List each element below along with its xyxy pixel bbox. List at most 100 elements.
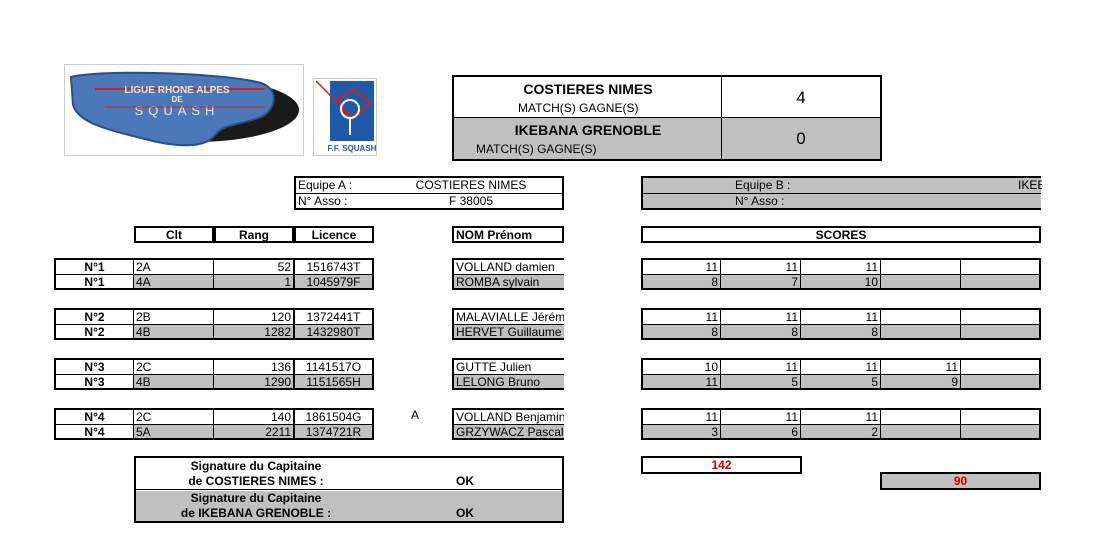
team-a-equipe-label: Equipe A :	[298, 178, 353, 192]
player-rang: 140	[214, 408, 294, 424]
ligue-logo-text-bottom: SQUASH	[135, 103, 220, 118]
summary-team-a: COSTIERES NIMES MATCH(S) GAGNE(S)	[454, 77, 722, 118]
signature-b-status: OK	[456, 506, 474, 520]
signature-box: Signature du Capitaine de COSTIERES NIME…	[134, 456, 564, 523]
team-b-equipe-value: IKEBANA GRENOBLE	[1018, 178, 1042, 192]
player-rang: 1	[214, 274, 294, 290]
game-score: 11	[801, 408, 881, 424]
team-a-asso-label: N° Asso :	[298, 194, 348, 208]
game-score: 2	[801, 424, 881, 440]
game-score: 8	[801, 324, 881, 340]
game-score: 3	[641, 424, 721, 440]
match-mark: A	[410, 408, 419, 422]
player-clt: 5A	[134, 424, 214, 440]
match-number: N°3	[54, 374, 134, 390]
player-rang: 1282	[214, 324, 294, 340]
game-score: 11	[641, 408, 721, 424]
game-score: 11	[641, 258, 721, 274]
summary-team-b-score: 0	[722, 118, 880, 159]
header-scores: SCORES	[641, 226, 1041, 243]
game-score	[961, 308, 1041, 324]
header-nom: NOM Prénom	[452, 226, 564, 243]
player-licence: 1861504G	[294, 408, 374, 424]
game-score: 11	[881, 358, 961, 374]
match-number: N°1	[54, 258, 134, 274]
game-score	[881, 308, 961, 324]
match-mark	[400, 258, 430, 274]
summary-team-a-sub: MATCH(S) GAGNE(S)	[518, 101, 639, 115]
game-score	[961, 374, 1041, 390]
player-licence: 1372441T	[294, 308, 374, 324]
summary-team-a-score: 4	[722, 77, 880, 118]
team-b-asso-label: N° Asso :	[735, 194, 785, 208]
player-rang: 120	[214, 308, 294, 324]
game-score	[961, 274, 1041, 290]
match-number: N°1	[54, 274, 134, 290]
game-score: 11	[721, 258, 801, 274]
player-clt: 4B	[134, 374, 214, 390]
team-a-info: Equipe A : COSTIERES NIMES N° Asso : F 3…	[294, 176, 564, 210]
signature-b-line1: Signature du Capitaine	[190, 491, 322, 505]
game-score	[961, 258, 1041, 274]
player-licence: 1045979F	[294, 274, 374, 290]
game-score	[881, 324, 961, 340]
team-a-equipe-value: COSTIERES NIMES	[415, 178, 527, 192]
summary-team-b-name: IKEBANA GRENOBLE	[514, 122, 662, 138]
game-score: 5	[721, 374, 801, 390]
header-licence: Licence	[294, 226, 374, 243]
header-rang: Rang	[214, 226, 294, 243]
total-team-b: 90	[880, 472, 1041, 490]
game-score: 11	[801, 358, 881, 374]
game-score: 11	[721, 308, 801, 324]
signature-team-b: Signature du Capitaine de IKEBANA GRENOB…	[136, 491, 562, 521]
game-score: 11	[801, 258, 881, 274]
match-number: N°3	[54, 358, 134, 374]
game-score	[881, 274, 961, 290]
match-number: N°2	[54, 324, 134, 340]
game-score: 11	[641, 308, 721, 324]
game-score: 6	[721, 424, 801, 440]
signature-a-line2: de COSTIERES NIMES :	[188, 474, 324, 488]
total-team-a: 142	[641, 456, 802, 474]
match-mark	[400, 308, 430, 324]
signature-team-a: Signature du Capitaine de COSTIERES NIME…	[136, 458, 562, 490]
summary-team-b-sub: MATCH(S) GAGNE(S)	[476, 142, 597, 156]
player-licence: 1374721R	[294, 424, 374, 440]
game-score	[881, 424, 961, 440]
summary-box: COSTIERES NIMES MATCH(S) GAGNE(S) 4 IKEB…	[452, 75, 882, 161]
signature-a-status: OK	[456, 474, 474, 488]
player-name: VOLLAND damien	[452, 258, 564, 274]
player-name: LELONG Bruno	[452, 374, 564, 390]
summary-team-a-name: COSTIERES NIMES	[523, 81, 653, 97]
player-licence: 1432980T	[294, 324, 374, 340]
player-rang: 52	[214, 258, 294, 274]
header-clt: Clt	[134, 226, 214, 243]
player-clt: 2C	[134, 408, 214, 424]
match-number: N°4	[54, 424, 134, 440]
summary-team-b: IKEBANA GRENOBLE MATCH(S) GAGNE(S)	[454, 118, 722, 159]
game-score: 11	[641, 374, 721, 390]
player-name: VOLLAND Benjamin	[452, 408, 564, 424]
player-licence: 1151565H	[294, 374, 374, 390]
match-number: N°2	[54, 308, 134, 324]
game-score: 7	[721, 274, 801, 290]
game-score: 10	[641, 358, 721, 374]
ligue-logo-text-mid: DE	[171, 95, 183, 104]
player-name: HERVET Guillaume	[452, 324, 564, 340]
player-rang: 2211	[214, 424, 294, 440]
player-clt: 2C	[134, 358, 214, 374]
player-clt: 4A	[134, 274, 214, 290]
game-score	[961, 424, 1041, 440]
ligue-logo: LIGUE RHONE ALPES DE SQUASH	[64, 64, 304, 156]
match-mark	[400, 358, 430, 374]
team-b-info: Equipe B : IKEBANA GRENOBLE N° Asso :	[641, 176, 1042, 210]
ligue-logo-text-top: LIGUE RHONE ALPES	[124, 85, 230, 96]
player-rang: 136	[214, 358, 294, 374]
player-name: GRZYWACZ Pascal	[452, 424, 564, 440]
game-score: 8	[641, 324, 721, 340]
player-name: MALAVIALLE Jérémy	[452, 308, 564, 324]
game-score: 9	[881, 374, 961, 390]
ffs-logo: F.F. SQUASH	[313, 78, 377, 156]
game-score	[961, 324, 1041, 340]
player-licence: 1516743T	[294, 258, 374, 274]
